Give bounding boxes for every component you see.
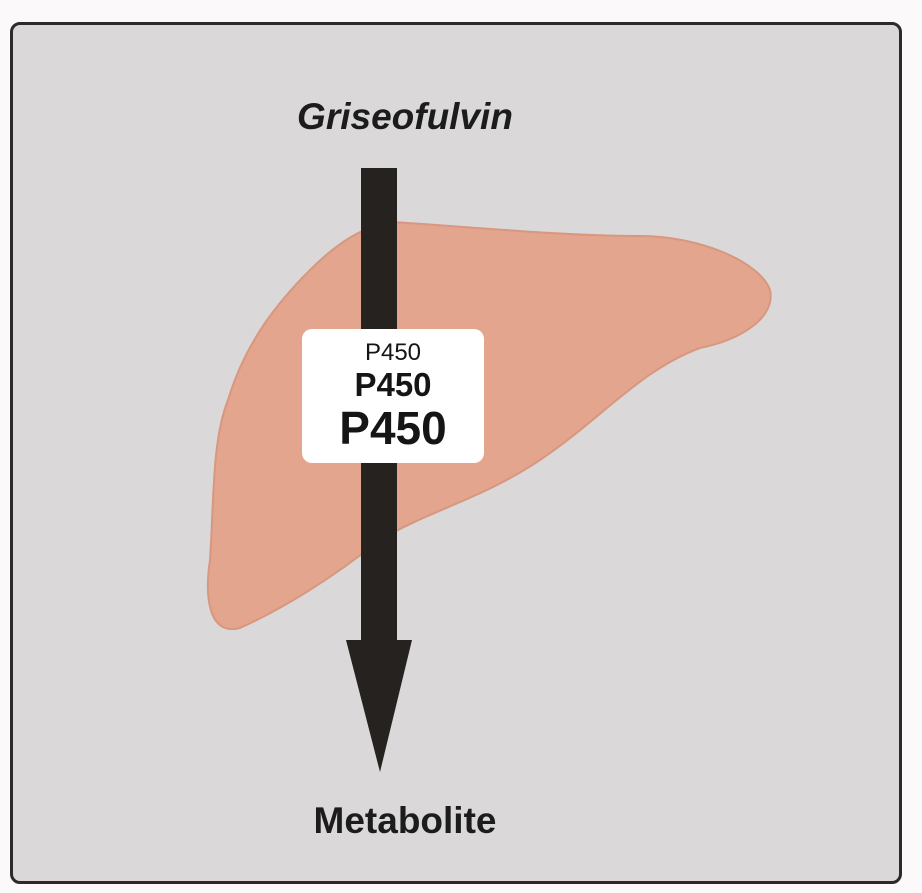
enzyme-box: P450 P450 P450: [302, 329, 484, 463]
drug-label: Griseofulvin: [270, 96, 540, 138]
enzyme-label-large: P450: [339, 403, 446, 453]
product-label: Metabolite: [270, 800, 540, 842]
enzyme-label-medium: P450: [354, 367, 431, 403]
liver-icon: [208, 222, 771, 629]
enzyme-label-small: P450: [365, 339, 421, 367]
